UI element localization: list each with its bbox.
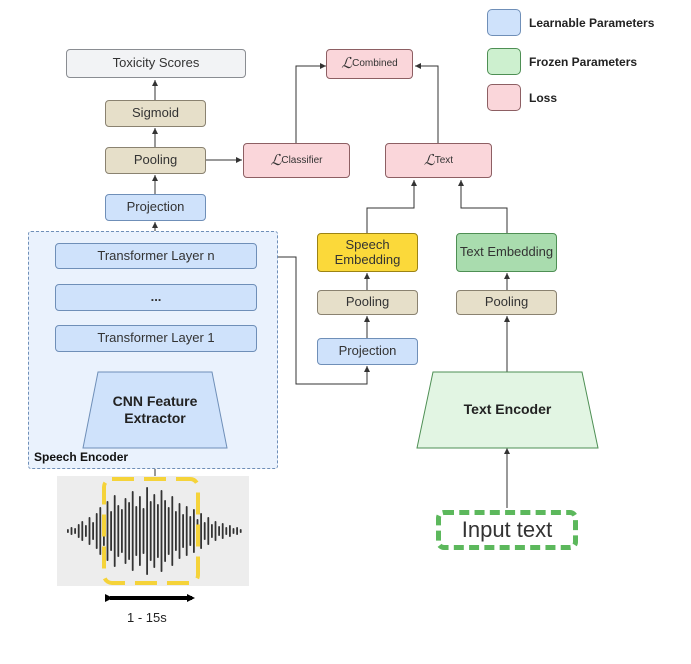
legend-swatch-frozen (487, 48, 521, 75)
transformer-layer-1-box: Transformer Layer 1 (55, 325, 257, 352)
waveform-bar (81, 521, 84, 541)
waveform-bar (160, 490, 163, 572)
speech-embedding-line1: Speech (345, 236, 390, 252)
waveform-bar (77, 524, 80, 538)
waveform-bar (85, 525, 87, 537)
waveform-bar (124, 498, 127, 564)
cnn-label-line2: Extractor (124, 410, 186, 426)
text-encoder-label: Text Encoder (463, 401, 552, 418)
speech-waveform-image (57, 476, 249, 586)
waveform-graphic (67, 477, 242, 585)
arrow-layern-to-speech-projection (257, 256, 370, 385)
waveform-bar (88, 517, 91, 545)
waveform-bar (164, 500, 166, 562)
combined-loss-subscript: Combined (352, 58, 398, 70)
waveform-bar (92, 522, 94, 540)
waveform-bar (74, 528, 76, 534)
speech-projection-box: Projection (317, 338, 418, 365)
arrow-temb-to-textloss (458, 180, 508, 233)
waveform-window-highlight (102, 477, 200, 585)
text-loss-symbol: ℒ (423, 150, 435, 169)
ellipsis-layer-box: ... (55, 284, 257, 311)
waveform-bar (214, 521, 217, 541)
legend-swatch-loss (487, 84, 521, 111)
waveform-bar (117, 505, 120, 557)
legend-swatch-learnable (487, 9, 521, 36)
waveform-bar (200, 513, 202, 549)
arrow-semb-to-textloss (366, 180, 417, 233)
speech-encoder-label: Speech Encoder (34, 450, 129, 464)
transformer-layer-n-box: Transformer Layer n (55, 243, 257, 269)
waveform-bar (157, 504, 159, 558)
waveform-bar (139, 496, 141, 566)
cnn-label-line1: CNN Feature (112, 392, 198, 409)
waveform-bar (70, 527, 73, 535)
waveform-bar (131, 491, 134, 571)
waveform-bar (67, 529, 69, 533)
waveform-bar (95, 513, 98, 549)
speech-embedding-line2: Embedding (334, 251, 401, 267)
waveform-bar (121, 509, 123, 553)
waveform-bar (171, 496, 174, 566)
waveform-bar (178, 503, 181, 559)
combined-loss-symbol: ℒ (341, 54, 353, 73)
waveform-bar (189, 516, 192, 546)
waveform-bar (153, 494, 156, 568)
waveform-bar (167, 507, 170, 555)
legend-learnable-label: Learnable Parameters (529, 16, 655, 30)
classifier-loss-symbol: ℒ (270, 150, 282, 169)
waveform-bar (99, 507, 102, 555)
duration-label: 1 - 15s (127, 610, 167, 625)
waveform-bar (236, 527, 238, 535)
legend-loss-label: Loss (529, 91, 558, 105)
waveform-bar (221, 523, 224, 539)
waveform-bar (149, 501, 152, 561)
classifier-loss-subscript: Classifier (281, 154, 323, 166)
arrow-textloss-to-combined (415, 63, 439, 143)
waveform-bar (110, 511, 112, 551)
speech-pooling-box: Pooling (317, 290, 418, 315)
waveform-bar (182, 514, 184, 548)
waveform-bar (207, 517, 210, 545)
waveform-bar (175, 511, 177, 551)
waveform-bar (239, 529, 242, 533)
waveform-bar (232, 528, 235, 534)
projection-box: Projection (105, 194, 206, 221)
pooling-box: Pooling (105, 147, 206, 174)
input-text-box: Input text (436, 510, 578, 550)
waveform-bar (142, 508, 145, 554)
waveform-bar (203, 522, 206, 540)
speech-embedding-box: Speech Embedding (317, 233, 418, 272)
waveform-bar (113, 495, 116, 567)
waveform-bar (128, 502, 130, 560)
toxicity-scores-box: Toxicity Scores (66, 49, 246, 78)
waveform-bar (193, 509, 195, 553)
waveform-bar (185, 506, 188, 556)
waveform-bar (135, 506, 138, 556)
text-embedding-box: Text Embedding (456, 233, 557, 272)
waveform-bar (229, 525, 231, 537)
text-loss-subscript: Text (434, 154, 454, 166)
text-pooling-box: Pooling (456, 290, 557, 315)
legend-frozen-label: Frozen Parameters (529, 55, 638, 69)
arrow-classifier-to-combined (295, 63, 326, 143)
cnn-feature-extractor-label: CNN Feature Extractor (92, 385, 218, 435)
waveform-bar (106, 501, 109, 561)
waveform-bar (225, 527, 228, 535)
waveform-bar (146, 487, 148, 575)
waveform-bar (211, 524, 213, 538)
cnn-feature-extractor-shape (82, 371, 228, 449)
sigmoid-box: Sigmoid (105, 100, 206, 127)
text-encoder-shape (416, 371, 599, 449)
waveform-bar (218, 526, 220, 536)
